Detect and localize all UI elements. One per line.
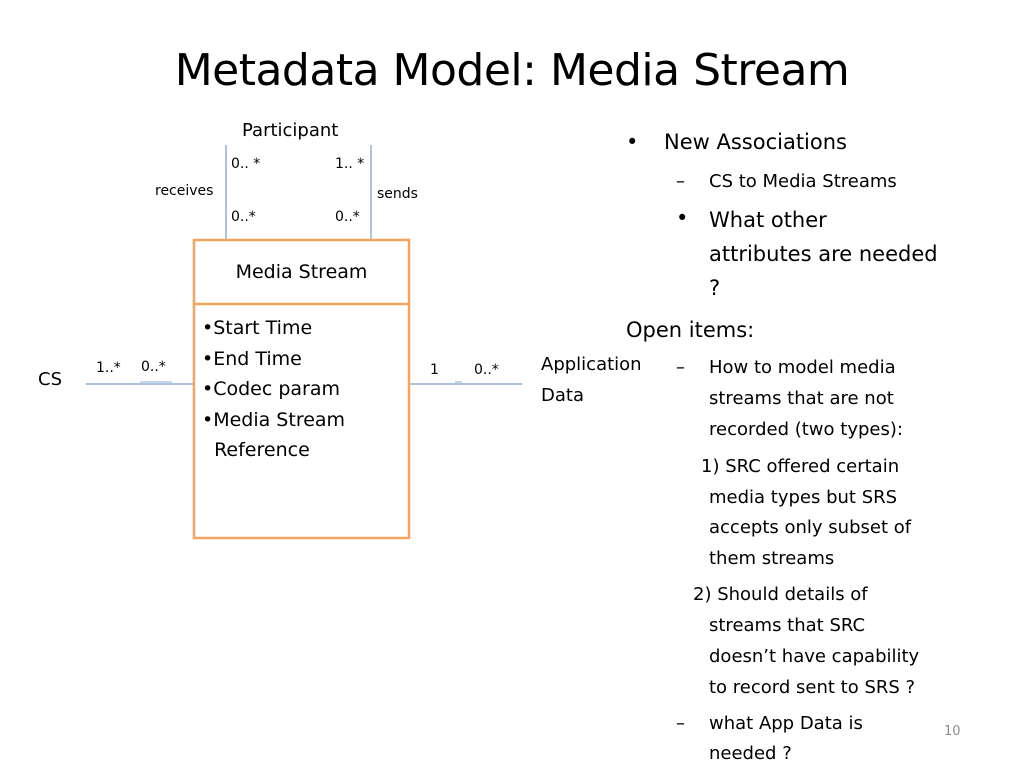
note-item1a-line2: media types but SRS	[709, 487, 898, 508]
attribute-end-time: •End Time	[202, 347, 302, 370]
application-data-label-line1: Application	[541, 354, 642, 375]
multiplicity-sends-top: 1.. *	[335, 156, 365, 172]
note-item2-line2: needed ?	[709, 743, 792, 764]
slide-title: Metadata Model: Media Stream	[174, 45, 850, 96]
note-item1b-line2: streams that SRC	[709, 615, 866, 636]
multiplicity-sends-bottom: 0..*	[335, 209, 360, 225]
multiplicity-cs-left: 1..*	[96, 360, 121, 376]
attribute-start-time: •Start Time	[202, 317, 313, 339]
multiplicity-app-right: 0..*	[474, 362, 499, 378]
media-stream-attributes: •Start Time •End Time •Codec param •Medi…	[202, 313, 345, 466]
note-item1b-line3: doesn’t have capability	[709, 646, 920, 667]
cs-label: CS	[38, 369, 62, 390]
note-cs-to-media-streams: CS to Media Streams	[709, 171, 897, 192]
note-item1-line3: recorded (two types):	[709, 419, 903, 440]
note-item1b-line4: to record sent to SRS ?	[709, 677, 916, 698]
media-stream-class-name: Media Stream	[235, 261, 368, 283]
note-item1-line1: How to model media	[709, 357, 896, 378]
bullet-icon: •	[626, 130, 639, 154]
slide-number: 10	[944, 724, 961, 739]
multiplicity-app-left: 1	[430, 362, 439, 378]
attribute-media-stream-reference: •Media Stream	[202, 408, 346, 431]
note-item1a-line1: 1) SRC offered certain	[701, 456, 900, 477]
note-other-attributes-line3: ?	[709, 276, 721, 300]
attribute-media-stream-reference-cont: Reference	[202, 439, 310, 461]
dash-icon: –	[676, 713, 685, 734]
sends-label: sends	[377, 186, 418, 202]
dash-icon: –	[676, 171, 685, 192]
multiplicity-cs-right: 0..*	[141, 359, 166, 375]
note-other-attributes-line1: What other	[709, 208, 827, 232]
note-other-attributes-line2: attributes are needed	[709, 242, 938, 266]
media-stream-box-outline	[192, 238, 411, 540]
note-item1b-line1: 2) Should details of	[693, 584, 868, 605]
note-item2-line1: what App Data is	[709, 713, 863, 734]
application-data-label-line2: Data	[541, 385, 584, 406]
note-new-associations: New Associations	[664, 130, 847, 154]
participant-label: Participant	[242, 120, 339, 141]
dash-icon: –	[676, 357, 685, 378]
note-item1-line2: streams that are not	[709, 388, 894, 409]
note-item1a-line3: accepts only subset of	[709, 517, 912, 538]
note-item1a-line4: them streams	[709, 548, 835, 569]
multiplicity-receives-top: 0.. *	[231, 156, 261, 172]
attribute-codec-param: •Codec param	[202, 378, 341, 400]
note-open-items: Open items:	[626, 318, 755, 342]
receives-label: receives	[155, 183, 214, 199]
bullet-icon: •	[676, 206, 689, 230]
multiplicity-receives-bottom: 0..*	[231, 209, 256, 225]
